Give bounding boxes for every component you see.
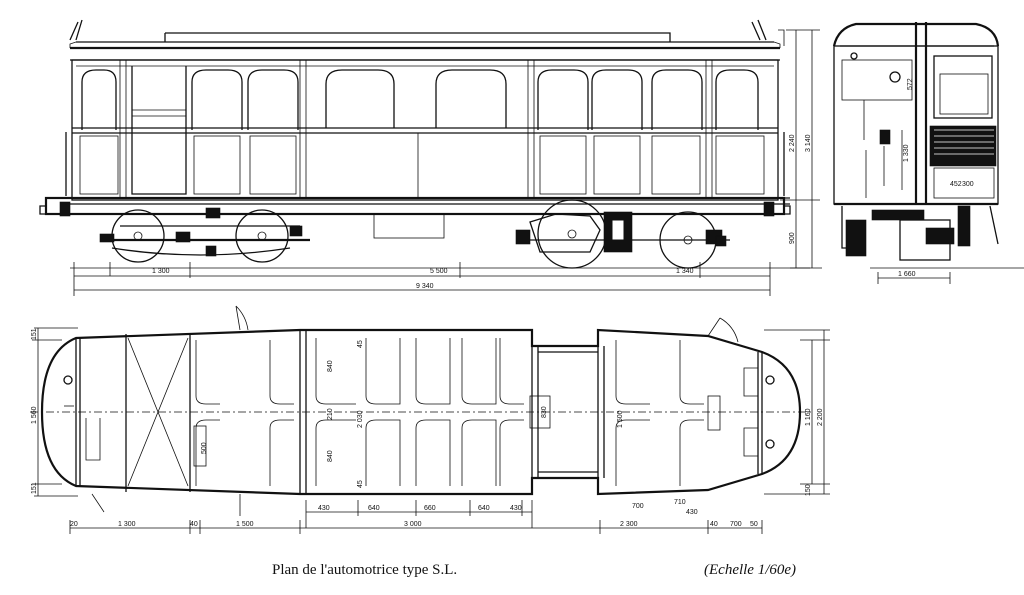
dim-plan-430-c: 430	[686, 509, 698, 516]
dim-plan-20: 20	[70, 521, 78, 528]
dim-plan-500: 500	[201, 442, 208, 454]
dim-plan-1500-inner: 1 500	[617, 410, 624, 428]
seats	[193, 338, 721, 486]
dim-side-1300: 1 300	[152, 268, 170, 275]
dim-plan-840-bottom: 840	[327, 450, 334, 462]
dim-plan-830: 830	[541, 406, 548, 418]
dim-side-1340: 1 340	[676, 268, 694, 275]
scale-note: (Echelle 1/60e)	[704, 562, 797, 578]
left-pole	[69, 19, 83, 41]
dim-end-572: 572	[907, 78, 914, 90]
dim-plan-40-a: 40	[190, 521, 198, 528]
dim-plan-45-bottom: 45	[357, 480, 364, 488]
dim-plan-1500: 1 500	[236, 521, 254, 528]
dim-plan-2030: 2 030	[357, 410, 364, 428]
dim-plan-640-b: 640	[478, 505, 490, 512]
dim-plan-1160: 1 160	[805, 408, 812, 426]
dim-plan-2200: 2 200	[817, 408, 824, 426]
right-pole	[751, 19, 767, 41]
dim-end-1660: 1 660	[898, 271, 916, 278]
dim-plan-151-top: 151	[31, 328, 38, 340]
dim-plan-2300: 2 300	[620, 521, 638, 528]
drawing-caption: Plan de l'automotrice type S.L.	[272, 562, 458, 578]
dim-plan-1300: 1 300	[118, 521, 136, 528]
side-elevation: 1 300 5 500 1 340 9 340 2 240 3 140 900	[39, 19, 822, 296]
dim-end-300: 300	[962, 181, 974, 188]
left-bogie	[99, 207, 310, 263]
dim-plan-660: 660	[424, 505, 436, 512]
dim-plan-1560: 1 560	[31, 406, 38, 424]
dim-side-5500: 5 500	[430, 268, 448, 275]
dim-plan-40-b: 40	[710, 521, 718, 528]
dim-plan-430-a: 430	[318, 505, 330, 512]
right-bogie	[515, 199, 730, 269]
dim-side-2240: 2 240	[789, 134, 796, 152]
dim-side-900: 900	[789, 232, 796, 244]
plan-view: 1 560 151 151 1 160 2 200 150 840 210 2 …	[30, 305, 830, 534]
dim-plan-150: 150	[805, 484, 812, 496]
dim-plan-50: 50	[750, 521, 758, 528]
dim-plan-210: 210	[327, 408, 334, 420]
dim-plan-151-bottom: 151	[31, 482, 38, 494]
dim-plan-700-b: 700	[730, 521, 742, 528]
dim-plan-700-a: 700	[632, 503, 644, 510]
dim-plan-840-top: 840	[327, 360, 334, 372]
dim-end-452: 452	[950, 181, 962, 188]
dim-plan-710: 710	[674, 499, 686, 506]
dim-plan-640-a: 640	[368, 505, 380, 512]
dim-plan-430-b: 430	[510, 505, 522, 512]
end-elevation: 1 330 572 452 300 1 660	[832, 22, 1024, 284]
dim-side-9340: 9 340	[416, 283, 434, 290]
dim-side-3140: 3 140	[805, 134, 812, 152]
dim-plan-3000: 3 000	[404, 521, 422, 528]
dim-end-1330: 1 330	[903, 144, 910, 162]
dim-plan-45-top: 45	[357, 340, 364, 348]
